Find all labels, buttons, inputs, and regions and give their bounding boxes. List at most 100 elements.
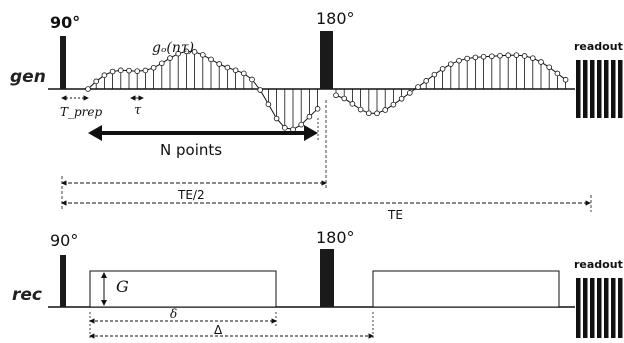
waveform-sample-point (167, 55, 173, 61)
readout-gradient-bar (618, 60, 623, 118)
waveform-sample-point (93, 78, 99, 85)
gen-180-label: 180° (316, 9, 355, 28)
waveform-sample-point (257, 87, 264, 93)
gen-row-label: gen (10, 67, 46, 87)
waveform-sample-point (208, 56, 214, 63)
waveform-sample-point (118, 67, 124, 74)
waveform-sample-point (314, 106, 321, 112)
waveform-sample-point (464, 55, 471, 62)
readout-gradient-bar (583, 60, 588, 118)
waveform-sample-point (126, 67, 132, 74)
waveform-sample-point (472, 54, 479, 61)
waveform-sample-point (109, 68, 116, 75)
npoints-label: N points (160, 141, 222, 159)
rec-gradient-lobe-2 (372, 270, 560, 308)
npoints-arrow-left (88, 125, 102, 141)
rec-row: rec 90° 180° G readout δ Δ (12, 228, 623, 340)
rec-90-pulse (60, 255, 66, 307)
waveform-sample-point (281, 125, 288, 131)
waveform-sample-point (480, 53, 487, 60)
npoints-arrow-right (304, 125, 318, 141)
rec-180-label: 180° (316, 228, 355, 247)
waveform-sample-point (554, 70, 561, 77)
gen-waveform-label: gₒ(nτ) (152, 40, 194, 56)
waveform-sample-point (232, 67, 239, 74)
tprep-label: T_prep (60, 105, 103, 119)
delta-small-label: δ (170, 307, 177, 321)
readout-gradient-bar (583, 278, 588, 338)
readout-gradient-bar (604, 60, 609, 118)
readout-gradient-bar (597, 60, 602, 118)
waveform-sample-point (497, 52, 503, 59)
waveform-sample-point (546, 64, 552, 71)
waveform-sample-point (150, 64, 157, 71)
gen-readout-block (576, 60, 623, 118)
waveform-sample-point (341, 95, 348, 102)
readout-gradient-bar (611, 60, 616, 118)
waveform-sample-point (159, 60, 165, 67)
waveform-sample-point (241, 70, 247, 77)
readout-gradient-bar (597, 278, 602, 338)
rec-180-pulse (320, 249, 334, 307)
rec-readout-label: readout (574, 258, 623, 271)
waveform-sample-point (415, 84, 421, 90)
waveform-sample-point (505, 52, 512, 59)
waveform-sample-point (85, 86, 91, 92)
waveform-sample-point (101, 72, 108, 79)
waveform-sample-point (390, 101, 397, 108)
waveform-sample-point (431, 71, 438, 78)
waveform-sample-point (513, 52, 520, 58)
waveform-sample-point (191, 49, 198, 55)
readout-gradient-bar (590, 60, 595, 118)
timing-lines: TE/2 TE (61, 100, 592, 222)
gen-90-pulse (60, 36, 66, 89)
gradient-label: G (116, 277, 129, 296)
waveform-sample-point (406, 90, 413, 96)
waveform-sample-point (298, 121, 305, 128)
waveform-sample-point (306, 113, 313, 120)
te-half-label: TE/2 (177, 188, 205, 202)
gen-90-label: 90° (50, 13, 80, 32)
readout-gradient-bar (611, 278, 616, 338)
waveform-sample-point (134, 68, 141, 74)
waveform-sample-point (224, 64, 231, 71)
waveform-sample-point (357, 106, 364, 113)
waveform-sample-point (273, 115, 280, 122)
waveform-sample-point (423, 78, 430, 84)
waveform-sample-point (447, 61, 454, 67)
waveform-sample-point (374, 110, 380, 117)
gen-180-pulse (320, 31, 333, 89)
tau-label: τ (134, 103, 142, 118)
readout-gradient-bar (576, 278, 581, 338)
te-label: TE (387, 208, 403, 222)
waveform-sample-point (562, 76, 569, 83)
rec-gradient-lobe-1 (89, 270, 277, 308)
waveform-sample-point (249, 76, 255, 83)
readout-gradient-bar (576, 60, 581, 118)
waveform-sample-point (456, 57, 462, 64)
rec-90-label: 90° (50, 231, 78, 250)
gen-waveform (85, 48, 569, 133)
waveform-sample-point (200, 52, 206, 58)
waveform-sample-point (216, 61, 223, 67)
rec-readout-block (576, 278, 623, 338)
waveform-sample-point (365, 110, 372, 117)
readout-gradient-bar (618, 278, 623, 338)
rec-row-label: rec (12, 285, 42, 305)
waveform-sample-point (183, 48, 190, 55)
waveform-sample-point (398, 95, 405, 102)
waveform-sample-point (488, 53, 495, 60)
gen-readout-label: readout (574, 40, 623, 53)
readout-gradient-bar (604, 278, 609, 338)
waveform-sample-point (538, 59, 544, 65)
readout-gradient-bar (590, 278, 595, 338)
waveform-sample-point (175, 50, 182, 57)
gen-row: gen 90° 180° gₒ(nτ) readout T_prep τ N p… (10, 9, 623, 159)
waveform-sample-point (439, 66, 446, 72)
waveform-sample-point (521, 53, 528, 59)
waveform-sample-point (349, 101, 356, 107)
waveform-sample-point (265, 101, 272, 108)
waveform-sample-point (142, 67, 149, 74)
delta-big-label: Δ (214, 323, 223, 337)
waveform-sample-point (529, 55, 536, 61)
